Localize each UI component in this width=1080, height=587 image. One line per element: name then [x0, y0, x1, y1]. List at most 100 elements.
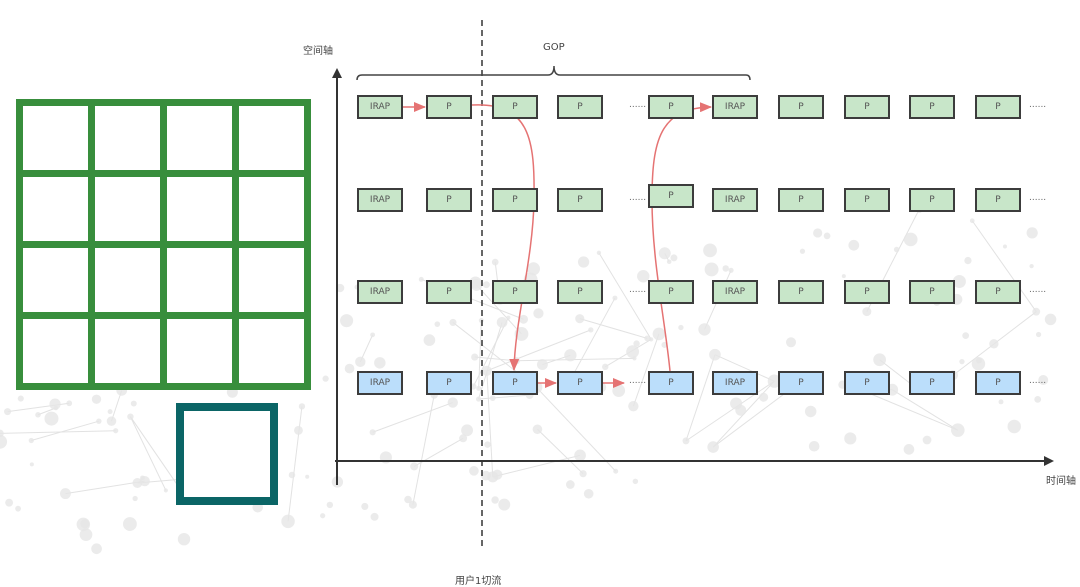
network-node: [491, 496, 499, 504]
network-node: [644, 335, 650, 342]
network-node: [532, 424, 543, 435]
network-edge: [372, 402, 453, 433]
network-node: [475, 396, 482, 402]
network-node: [1032, 307, 1041, 316]
p-frame: P: [844, 95, 890, 119]
p-frame: P: [492, 95, 538, 119]
grid-cell: [16, 241, 95, 319]
network-node: [709, 348, 721, 361]
network-node: [4, 408, 12, 416]
network-node: [848, 239, 860, 251]
grid-cell: [160, 241, 239, 319]
grid-cell: [232, 170, 311, 248]
network-node: [536, 359, 548, 371]
network-node: [893, 246, 900, 253]
p-frame: P: [648, 371, 694, 395]
network-node: [298, 403, 306, 410]
network-node: [35, 412, 41, 418]
network-node: [476, 385, 482, 391]
p-frame: P: [426, 188, 472, 212]
network-node: [1007, 419, 1021, 434]
irap-frame: IRAP: [712, 280, 758, 304]
network-node: [613, 468, 619, 474]
p-frame: P: [648, 184, 694, 208]
network-node: [370, 512, 379, 521]
p-frame: P: [909, 95, 955, 119]
network-edge: [31, 420, 99, 442]
network-node: [470, 279, 483, 291]
network-node: [575, 314, 585, 324]
network-node: [481, 365, 492, 376]
ellipsis: ......: [629, 193, 647, 203]
network-node: [482, 281, 490, 289]
network-node: [823, 232, 831, 240]
network-edge: [537, 428, 584, 475]
network-edge: [486, 370, 494, 477]
network-node: [59, 488, 71, 500]
network-node: [322, 375, 329, 382]
network-edge: [598, 252, 652, 340]
network-edge: [536, 386, 617, 472]
network-edge: [478, 320, 482, 389]
network-node: [49, 398, 61, 410]
p-frame: P: [844, 280, 890, 304]
network-node: [612, 384, 626, 397]
network-node: [628, 400, 639, 412]
network-node: [903, 444, 915, 455]
p-frame: P: [492, 371, 538, 395]
network-node: [808, 440, 820, 452]
network-node: [632, 478, 639, 485]
network-node: [533, 308, 544, 319]
irap-frame: IRAP: [712, 188, 758, 212]
network-edge: [0, 430, 116, 434]
grid-cell: [88, 170, 167, 248]
p-frame: P: [492, 280, 538, 304]
network-node: [514, 327, 529, 341]
network-node: [682, 437, 690, 445]
p-frame: P: [648, 95, 694, 119]
network-node: [326, 501, 334, 509]
ellipsis: ......: [1029, 285, 1047, 295]
p-frame: P: [975, 371, 1021, 395]
p-frame: P: [975, 188, 1021, 212]
network-node: [579, 470, 587, 478]
network-node: [469, 466, 479, 476]
network-node: [596, 250, 602, 255]
p-frame: P: [426, 280, 472, 304]
network-node: [1026, 227, 1038, 239]
network-node: [959, 358, 965, 365]
p-frame: P: [975, 95, 1021, 119]
network-node: [512, 357, 520, 365]
network-node: [862, 307, 872, 317]
network-edge: [685, 354, 716, 442]
p-frame: P: [909, 371, 955, 395]
network-node: [404, 495, 412, 504]
switch-label: 用户1切流: [455, 576, 502, 587]
network-edge: [474, 356, 517, 362]
network-node: [370, 332, 376, 338]
network-node: [79, 528, 93, 542]
network-node: [127, 413, 134, 420]
gop-label: GOP: [543, 42, 565, 53]
network-node: [602, 363, 609, 371]
network-node: [28, 437, 34, 444]
network-node: [786, 337, 797, 348]
network-edge: [129, 416, 167, 491]
network-node: [491, 258, 499, 266]
network-node: [730, 397, 743, 410]
network-node: [106, 416, 117, 426]
network-node: [626, 345, 640, 359]
network-node: [1035, 331, 1042, 338]
p-frame: P: [778, 188, 824, 212]
network-node: [113, 428, 119, 434]
ellipsis: ......: [629, 285, 647, 295]
network-node: [698, 323, 711, 336]
network-node: [633, 340, 640, 347]
network-node: [1002, 244, 1008, 249]
network-node: [962, 332, 970, 339]
grid-cell: [232, 99, 311, 177]
network-node: [666, 259, 672, 265]
grid-cell: [232, 241, 311, 319]
single-tile: [176, 403, 278, 505]
network-node: [583, 488, 594, 499]
